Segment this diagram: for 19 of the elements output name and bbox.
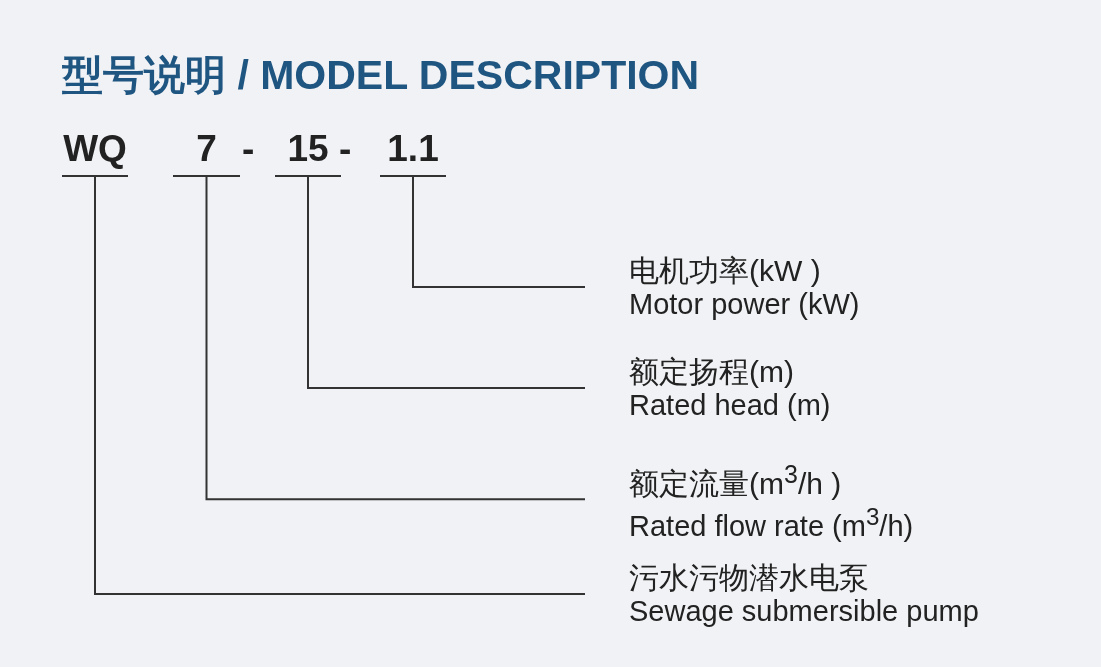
chinese-description: 污水污物潜水电泵 bbox=[629, 561, 870, 595]
english-description: Sewage submersible pump bbox=[629, 595, 979, 627]
leader-line bbox=[307, 176, 586, 389]
leader-line bbox=[412, 176, 586, 288]
english-description: Motor power (kW) bbox=[629, 288, 860, 320]
separator-dash: - bbox=[242, 127, 255, 171]
model-code: 15 bbox=[275, 127, 341, 177]
model-code: 7 bbox=[173, 127, 240, 177]
model-code: 1.1 bbox=[380, 127, 446, 177]
chinese-description: 额定流量(m$^{3}$/h ) bbox=[629, 459, 843, 501]
english-description: Rated flow rate (m$^{3}$/h) bbox=[629, 502, 914, 542]
english-description: Rated head (m) bbox=[629, 389, 831, 421]
leader-line bbox=[94, 176, 586, 595]
model-code: WQ bbox=[62, 127, 128, 177]
chinese-description: 电机功率(kW ) bbox=[629, 254, 822, 288]
leader-line bbox=[205, 176, 586, 501]
title: 型号说明 / MODEL DESCRIPTION bbox=[62, 51, 700, 100]
chinese-description: 额定扬程(m) bbox=[629, 355, 795, 389]
separator-dash: - bbox=[339, 127, 352, 171]
